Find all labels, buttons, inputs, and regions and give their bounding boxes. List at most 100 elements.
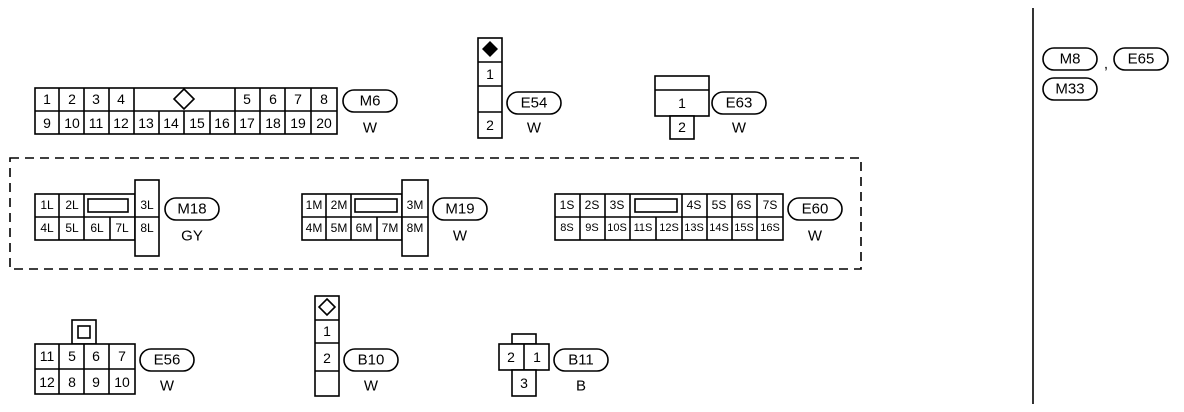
m6-pin: 12 bbox=[113, 115, 129, 131]
m18-pin: 6L bbox=[90, 221, 104, 235]
m18-pin: 4L bbox=[40, 221, 54, 235]
legend-m33: M33 bbox=[1055, 81, 1084, 98]
legend-panel: M8 , E65 M33 bbox=[1042, 47, 1169, 101]
e56-pin: 11 bbox=[40, 348, 55, 364]
m6-pin: 15 bbox=[189, 115, 205, 131]
e60-pin: 12S bbox=[659, 222, 679, 234]
e56-color: W bbox=[160, 378, 175, 395]
b11-pin: 3 bbox=[520, 375, 528, 391]
e60-pin: 1S bbox=[560, 198, 575, 212]
e60-pin: 6S bbox=[737, 198, 752, 212]
e56-pin: 5 bbox=[68, 348, 76, 364]
m6-pin: 3 bbox=[92, 91, 100, 107]
e60-pin: 10S bbox=[607, 222, 627, 234]
e60-latch-slot-icon bbox=[634, 198, 678, 213]
m18-color: GY bbox=[181, 228, 203, 245]
m18-pin: 1L bbox=[40, 198, 54, 212]
m18-latch-slot-icon bbox=[87, 198, 129, 213]
e60-pin: 16S bbox=[760, 222, 780, 234]
m19-pin: 7M bbox=[382, 221, 399, 235]
m6-pin: 7 bbox=[294, 91, 302, 107]
m6-pin: 4 bbox=[117, 91, 125, 107]
e60-pin: 4S bbox=[687, 198, 702, 212]
connector-e54: 1 2 E54 W bbox=[477, 37, 562, 139]
m6-pin: 9 bbox=[43, 115, 51, 131]
legend-badge-m33 bbox=[1042, 77, 1098, 101]
b11-latch-tab bbox=[511, 333, 537, 345]
m6-pin: 19 bbox=[290, 115, 306, 131]
m19-pin: 2M bbox=[331, 198, 348, 212]
e60-color: W bbox=[808, 228, 823, 245]
e60-name: E60 bbox=[802, 201, 829, 218]
e63-body bbox=[654, 75, 710, 117]
b10-pin: 2 bbox=[323, 350, 331, 366]
m19-pin: 8M bbox=[407, 221, 424, 235]
m19-pin: 5M bbox=[331, 221, 348, 235]
legend-badge-e65 bbox=[1113, 47, 1169, 71]
b11-pin: 2 bbox=[507, 349, 515, 365]
m6-key-diamond-icon bbox=[172, 87, 196, 111]
b11-pin: 1 bbox=[533, 349, 541, 365]
b11-name: B11 bbox=[568, 352, 594, 369]
m18-name: M18 bbox=[177, 201, 206, 218]
m6-pin: 5 bbox=[243, 91, 251, 107]
e56-pin: 10 bbox=[114, 374, 130, 390]
e60-pin: 7S bbox=[763, 198, 778, 212]
e60-pin: 15S bbox=[734, 222, 754, 234]
legend-e65: E65 bbox=[1128, 51, 1155, 68]
e60-pin: 3S bbox=[610, 198, 625, 212]
m18-pin: 8L bbox=[140, 221, 154, 235]
m6-pin: 13 bbox=[138, 115, 154, 131]
e60-pin: 14S bbox=[709, 222, 729, 234]
e63-name: E63 bbox=[726, 95, 753, 112]
m19-name: M19 bbox=[445, 201, 474, 218]
b11-color: B bbox=[576, 378, 586, 395]
e54-key-diamond-icon bbox=[482, 41, 498, 57]
m18-pin: 7L bbox=[115, 221, 129, 235]
e54-name: E54 bbox=[521, 95, 548, 112]
m18-pin: 3L bbox=[140, 198, 154, 212]
e63-color: W bbox=[732, 120, 747, 137]
m19-pin: 6M bbox=[356, 221, 373, 235]
connector-e60: 1S 2S 3S 4S 5S 6S 7S 8S 9S 10S 11S 12S 1… bbox=[554, 193, 843, 245]
e63-pin: 1 bbox=[678, 95, 686, 111]
legend-m8: M8 bbox=[1060, 51, 1081, 68]
connector-b10: 1 2 B10 W bbox=[314, 295, 399, 397]
b10-body bbox=[314, 295, 340, 397]
m19-pin: 3M bbox=[407, 198, 424, 212]
e60-pin: 2S bbox=[585, 198, 600, 212]
e60-pin: 9S bbox=[585, 222, 598, 234]
e56-latch-square-icon bbox=[77, 325, 91, 339]
m19-side-block bbox=[401, 179, 429, 257]
m6-pin: 14 bbox=[163, 115, 179, 131]
b10-pin: 1 bbox=[323, 323, 331, 339]
e63-lower-cell bbox=[669, 115, 695, 140]
m6-pin: 18 bbox=[265, 115, 281, 131]
m19-pin: 1M bbox=[306, 198, 323, 212]
m6-pin: 6 bbox=[269, 91, 277, 107]
e60-pin: 11S bbox=[634, 222, 653, 234]
e60-pin: 5S bbox=[712, 198, 727, 212]
connector-m18: 1L 2L 4L 5L 6L 7L 3L 8L M18 GY bbox=[34, 179, 220, 257]
e60-pin: 8S bbox=[560, 222, 573, 234]
b11-lower-cell bbox=[511, 369, 537, 397]
b10-label-badge bbox=[343, 348, 399, 372]
e54-label-badge bbox=[506, 91, 562, 115]
m18-label-badge bbox=[164, 197, 220, 221]
e54-pin: 1 bbox=[486, 66, 494, 82]
b11-label-badge bbox=[553, 348, 609, 372]
m6-pin: 10 bbox=[64, 115, 80, 131]
connector-e56: 11 5 6 7 12 8 9 10 E56 W bbox=[34, 319, 195, 395]
legend-badge-m8 bbox=[1042, 47, 1098, 71]
legend-separator: , bbox=[1104, 56, 1108, 73]
connector-b11: 2 1 3 B11 B bbox=[498, 333, 609, 397]
e60-pin: 13S bbox=[684, 222, 704, 234]
m6-color: W bbox=[363, 120, 378, 137]
m6-pin: 2 bbox=[68, 91, 76, 107]
m6-bottom-pins: 9 10 11 12 13 14 15 16 17 18 19 20 bbox=[43, 115, 332, 131]
connector-m6: 1 2 3 4 5 6 7 8 9 10 11 12 13 14 15 16 1… bbox=[34, 87, 398, 137]
m19-latch-slot-icon bbox=[354, 198, 398, 213]
m6-top-pins: 1 2 3 4 5 6 7 8 bbox=[43, 91, 328, 107]
m18-pin: 5L bbox=[65, 221, 79, 235]
